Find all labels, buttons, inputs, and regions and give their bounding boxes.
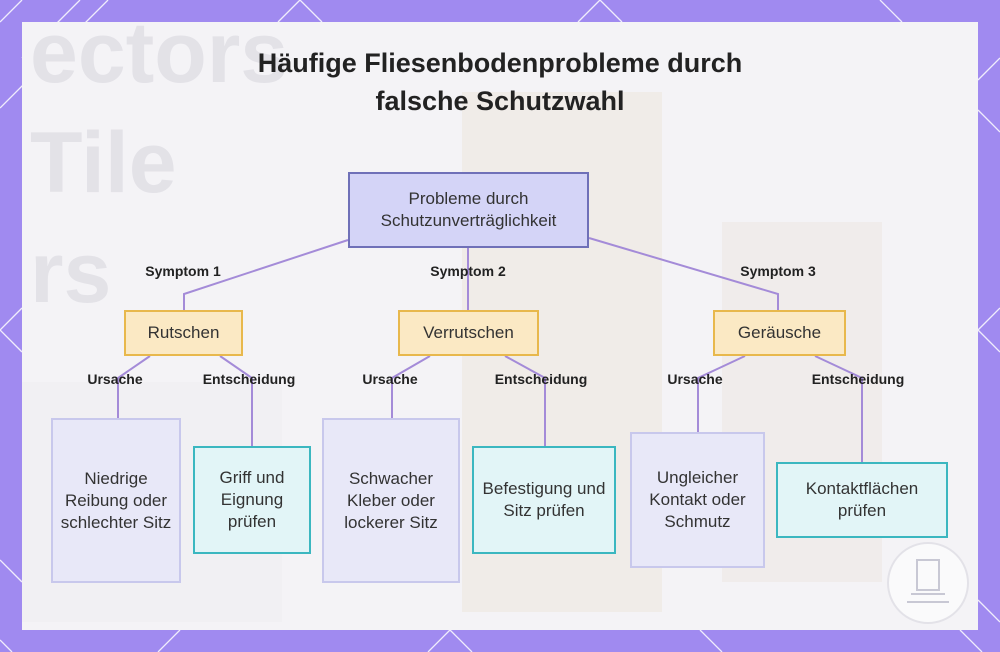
edge-s3-cause [697, 355, 746, 432]
cause-node-3: Ungleicher Kontakt oder Schmutz [630, 432, 765, 568]
symptom-label-3: Symptom 3 [740, 263, 816, 279]
root-node: Probleme durch Schutzunverträglichkeit [348, 172, 589, 248]
edge-s1-decision [219, 355, 253, 446]
symptom-label-2: Symptom 2 [430, 263, 506, 279]
decision-label-1: Entscheidung [202, 371, 296, 387]
edge-s1-cause [117, 355, 151, 418]
title-line-2: falsche Schutzwahl [375, 86, 625, 116]
symptom-label-1: Symptom 1 [145, 263, 221, 279]
edge-root-symptom-3 [588, 237, 779, 310]
background-text-3: rs [30, 225, 111, 321]
edge-s2-decision [504, 355, 546, 446]
decision-label-3: Entscheidung [811, 371, 905, 387]
background-text-2: Tile [30, 115, 177, 211]
cause-label-2: Ursache [362, 371, 418, 387]
cause-node-1: Niedrige Reibung oder schlechter Sitz [51, 418, 181, 583]
decision-node-1: Griff und Eignung prüfen [193, 446, 311, 554]
page-title: Häufige Fliesenbodenprobleme durch falsc… [0, 44, 1000, 120]
title-line-1: Häufige Fliesenbodenprobleme durch [257, 48, 743, 78]
background-text-1: ectors [30, 22, 288, 101]
watermark-logo [887, 542, 969, 624]
edge-s3-decision [814, 355, 863, 462]
cause-label-3: Ursache [667, 371, 723, 387]
cause-node-2: Schwacher Kleber oder lockerer Sitz [322, 418, 460, 583]
edge-s2-cause [391, 355, 431, 418]
cause-label-1: Ursache [87, 371, 143, 387]
symptom-node-2: Verrutschen [398, 310, 539, 356]
symptom-node-3: Geräusche [713, 310, 846, 356]
decision-node-2: Befestigung und Sitz prüfen [472, 446, 616, 554]
symptom-node-1: Rutschen [124, 310, 243, 356]
decision-node-3: Kontaktflächen prüfen [776, 462, 948, 538]
decision-label-2: Entscheidung [494, 371, 588, 387]
edge-root-symptom-1 [183, 239, 349, 310]
